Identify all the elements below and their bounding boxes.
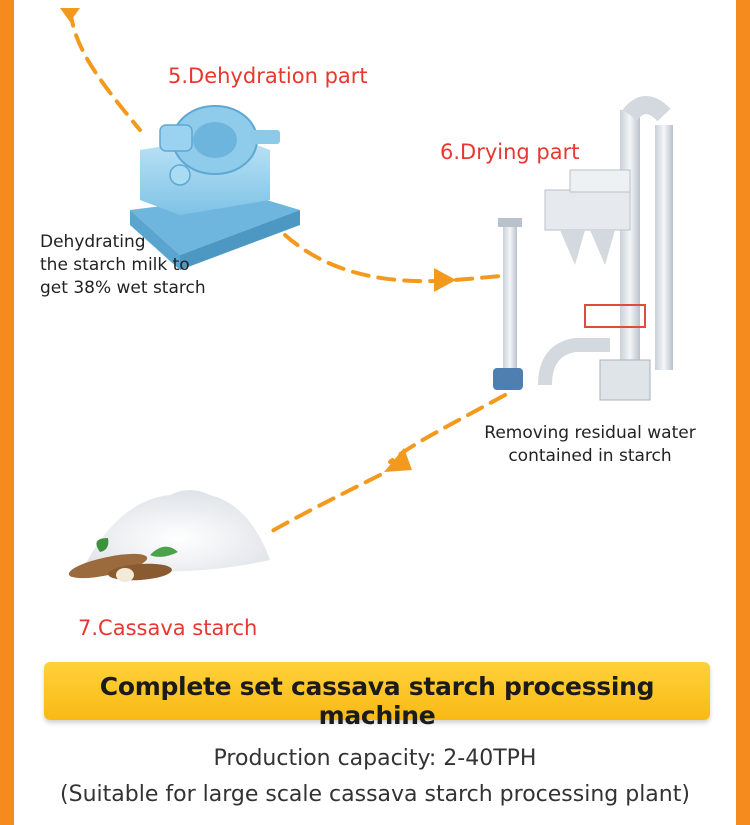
arrowhead-top: [60, 8, 80, 22]
flow-line-into-dehydration: [68, 8, 142, 132]
step-5-title: 5.Dehydration part: [168, 64, 368, 88]
desc-line: Dehydrating: [40, 232, 146, 252]
suitability-note: (Suitable for large scale cassava starch…: [60, 782, 690, 807]
flash-dryer-image: [493, 96, 673, 401]
step-6-description: Removing residual water contained in sta…: [470, 422, 710, 468]
flow-arrowheads: [60, 8, 456, 472]
desc-line: get 38% wet starch: [40, 278, 206, 298]
centrifuge-machine-image: [130, 105, 300, 270]
cassava-starch-image: [68, 490, 270, 582]
desc-line: contained in starch: [508, 446, 672, 466]
title-banner: [44, 662, 710, 720]
desc-line: the starch milk to: [40, 255, 190, 275]
step-6-title: 6.Drying part: [440, 140, 580, 164]
flow-line-to-cassava-starch: [263, 473, 382, 537]
banner-title: Complete set cassava starch processing m…: [99, 672, 655, 730]
desc-line: Removing residual water: [484, 423, 696, 443]
arrowhead-to-dryer: [434, 268, 456, 292]
flow-line-drying-to-starch: [388, 393, 507, 464]
step-7-title: 7.Cassava starch: [78, 616, 258, 640]
step-5-description: Dehydrating the starch milk to get 38% w…: [40, 231, 206, 300]
arrowhead-to-starch: [384, 448, 412, 472]
flow-line-dehydration-to-drying: [283, 233, 514, 284]
flow-arrows: [68, 8, 514, 537]
production-capacity: Production capacity: 2-40TPH: [213, 746, 537, 771]
